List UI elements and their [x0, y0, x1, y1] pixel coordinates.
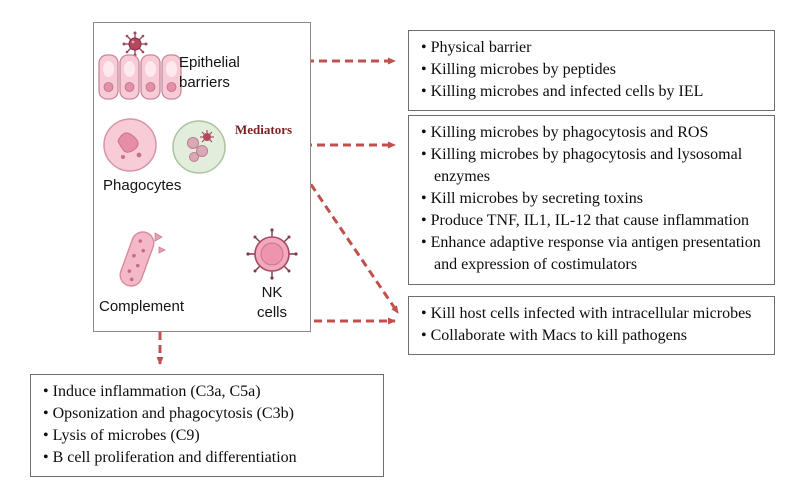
bullet-item: Collaborate with Macs to kill pathogens: [421, 325, 764, 347]
complement-label: Complement: [99, 298, 185, 315]
nk-cells-label: NK cells: [256, 284, 287, 321]
phagocytes-label: Phagocytes: [103, 177, 182, 194]
phagocyte-functions-list: Killing microbes by phagocytosis and ROS…: [409, 116, 774, 284]
bullet-item: Opsonization and phagocytosis (C3b): [43, 403, 373, 425]
bullet-item: Killing microbes by peptides: [421, 59, 764, 81]
bullet-item: Induce inflammation (C3a, C5a): [43, 381, 373, 403]
complement-functions-box: Induce inflammation (C3a, C5a)Opsonizati…: [30, 374, 384, 478]
bullet-item: Killing microbes and infected cells by I…: [421, 81, 764, 103]
bullet-item: Enhance adaptive response via antigen pr…: [421, 232, 764, 276]
complement-protein-illustration: [119, 231, 166, 287]
epithelial-barriers-label: Epithelial barriers: [179, 54, 240, 91]
bullet-item: Lysis of microbes (C9): [43, 425, 373, 447]
microbe-virus-icon: [122, 31, 148, 57]
mediators-label: Mediators: [235, 122, 293, 137]
epithelial-functions-list: Physical barrierKilling microbes by pept…: [409, 31, 774, 110]
epithelial-cells-illustration: [98, 54, 182, 100]
bullet-item: Kill microbes by secreting toxins: [421, 188, 764, 210]
bullet-item: Produce TNF, IL1, IL-12 that cause infla…: [421, 210, 764, 232]
bullet-item: B cell proliferation and differentiation: [43, 447, 373, 469]
epithelial-functions-box: Physical barrierKilling microbes by pept…: [408, 30, 775, 112]
bullet-item: Kill host cells infected with intracellu…: [421, 303, 764, 325]
phagocyte-functions-box: Killing microbes by phagocytosis and ROS…: [408, 115, 775, 285]
innate-cells-panel: Epithelial barriers Phagocytes Complemen…: [93, 22, 311, 332]
bullet-item: Physical barrier: [421, 37, 764, 59]
bullet-item: Killing microbes by phagocytosis and lys…: [421, 144, 764, 188]
nk-functions-list: Kill host cells infected with intracellu…: [409, 297, 774, 354]
bullet-item: Killing microbes by phagocytosis and ROS: [421, 122, 764, 144]
phagocytes-illustration: [103, 118, 226, 174]
complement-functions-list: Induce inflammation (C3a, C5a)Opsonizati…: [31, 375, 383, 476]
nk-functions-box: Kill host cells infected with intracellu…: [408, 296, 775, 356]
nk-cell-illustration: [246, 228, 298, 280]
